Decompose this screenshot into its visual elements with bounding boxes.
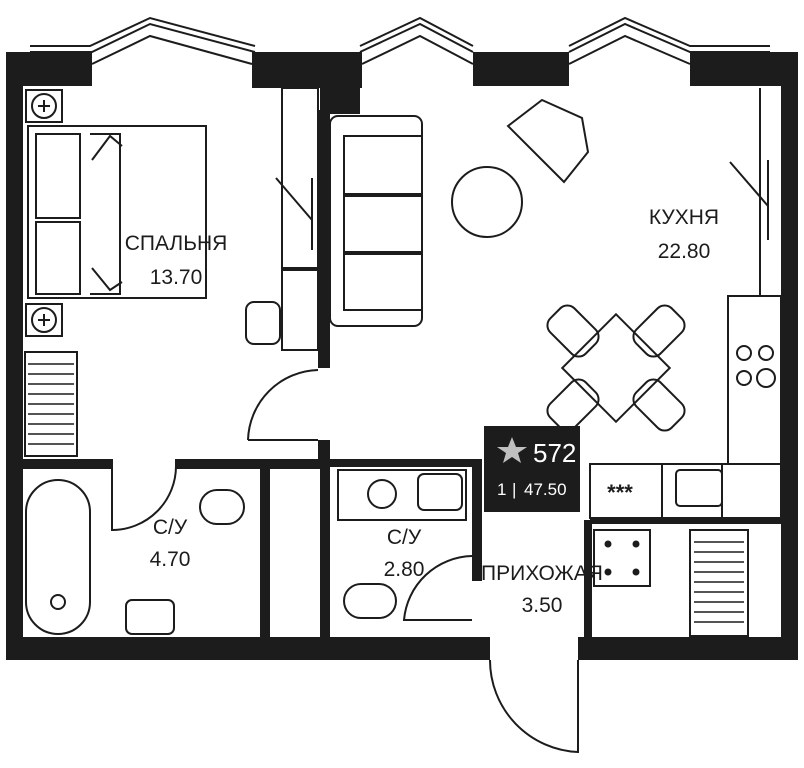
- interior-walls: [23, 110, 781, 638]
- bedroom-area: 13.70: [150, 266, 203, 289]
- badge-number: 572: [533, 438, 576, 468]
- bathroom-2-name: С/У: [387, 526, 422, 549]
- bathroom-2-area: 2.80: [384, 558, 425, 581]
- hallway-name: ПРИХОЖАЯ: [481, 562, 603, 585]
- kitchen-name: КУХНЯ: [649, 206, 719, 229]
- radiator-fins: [28, 363, 744, 623]
- apartment-badge: 572 1 | 47.50: [484, 426, 580, 512]
- bathroom-1-area: 4.70: [150, 548, 191, 571]
- bedroom-name: СПАЛЬНЯ: [125, 232, 228, 255]
- bay-windows: [30, 16, 770, 65]
- badge-rooms-count: 1: [497, 480, 506, 499]
- bathroom-1-name: С/У: [153, 516, 188, 539]
- exterior-walls: [6, 52, 798, 660]
- kitchen-area: 22.80: [658, 240, 711, 263]
- badge-separator: |: [512, 480, 516, 499]
- stove-label: ***: [607, 480, 633, 505]
- badge-total-area: 47.50: [524, 480, 567, 499]
- hallway-area: 3.50: [522, 594, 563, 617]
- star-icon: [497, 437, 527, 463]
- furniture: [24, 87, 782, 754]
